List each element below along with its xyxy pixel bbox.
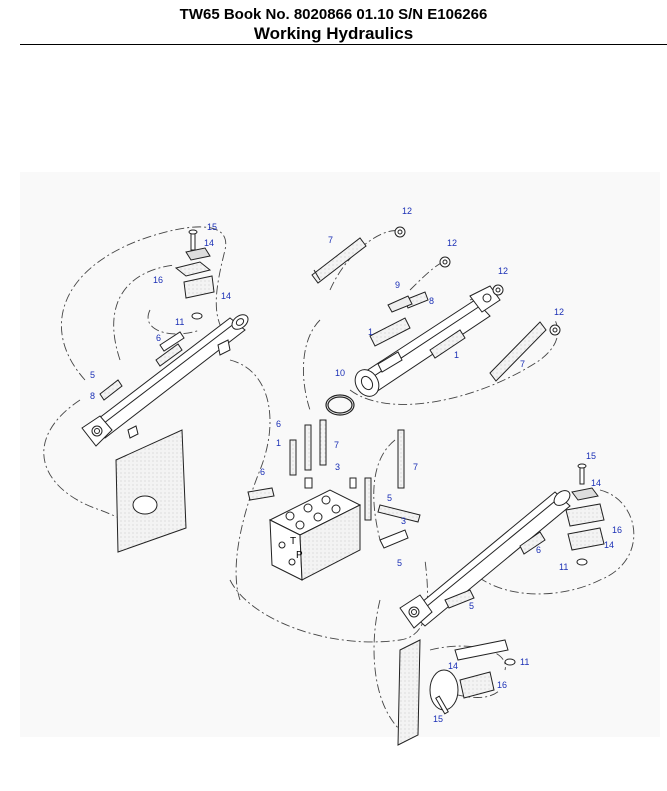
header-divider xyxy=(20,44,667,45)
callout-16: 16 xyxy=(497,680,507,690)
callout-5: 5 xyxy=(90,370,95,380)
callout-8: 8 xyxy=(429,296,434,306)
callout-14: 14 xyxy=(221,291,231,301)
callout-7: 7 xyxy=(334,440,339,450)
callout-11: 11 xyxy=(175,317,184,327)
right-pin-retainer-parts xyxy=(565,463,605,566)
callout-5: 5 xyxy=(397,558,402,568)
tilt-cylinder xyxy=(354,285,501,397)
callout-3: 3 xyxy=(401,516,406,526)
valve-block xyxy=(268,489,362,581)
callout-16: 16 xyxy=(153,275,163,285)
left-hose-fittings xyxy=(99,343,183,401)
callout-3: 3 xyxy=(335,462,340,472)
callout-6: 6 xyxy=(260,467,265,477)
callout-8: 8 xyxy=(90,391,95,401)
callout-12: 12 xyxy=(402,206,412,216)
callout-1: 1 xyxy=(276,438,281,448)
callout-14: 14 xyxy=(204,238,214,248)
valve-port-t: T xyxy=(290,536,296,547)
callout-7: 7 xyxy=(413,462,418,472)
callout-14: 14 xyxy=(604,540,614,550)
callout-7: 7 xyxy=(520,359,525,369)
callout-6: 6 xyxy=(536,545,541,555)
hose-nuts-12 xyxy=(394,226,561,336)
callout-11: 11 xyxy=(520,657,529,667)
callout-5: 5 xyxy=(387,493,392,503)
callout-14: 14 xyxy=(591,478,601,488)
page-header: TW65 Book No. 8020866 01.10 S/N E106266 … xyxy=(0,6,667,44)
lower-mounting-plate xyxy=(397,639,516,746)
callout-7: 7 xyxy=(328,235,333,245)
callout-9: 9 xyxy=(395,280,400,290)
left-lift-cylinder xyxy=(81,314,249,447)
valve-fittings xyxy=(247,419,421,549)
right-lift-cylinder xyxy=(399,490,571,629)
book-number-title: TW65 Book No. 8020866 01.10 S/N E106266 xyxy=(179,6,488,23)
hose-clamp xyxy=(325,394,355,416)
left-mounting-plate xyxy=(115,429,187,553)
callout-15: 15 xyxy=(586,451,596,461)
upper-hoses xyxy=(311,237,547,382)
callout-11: 11 xyxy=(559,562,568,572)
callout-6: 6 xyxy=(156,333,161,343)
callout-14: 14 xyxy=(448,661,458,671)
section-title: Working Hydraulics xyxy=(253,24,414,43)
callout-labels: 15 14 16 14 11 6 5 8 12 7 12 12 9 8 1 1 … xyxy=(90,206,622,724)
callout-5: 5 xyxy=(469,601,474,611)
valve-port-p: P xyxy=(296,550,303,561)
callout-10: 10 xyxy=(335,368,345,378)
callout-12: 12 xyxy=(498,266,508,276)
callout-6: 6 xyxy=(276,419,281,429)
callout-15: 15 xyxy=(433,714,443,724)
callout-12: 12 xyxy=(447,238,457,248)
left-pin-retainer-parts xyxy=(174,229,215,320)
callout-16: 16 xyxy=(612,525,622,535)
callout-15: 15 xyxy=(207,222,217,232)
callout-1: 1 xyxy=(454,350,459,360)
callout-1: 1 xyxy=(368,327,373,337)
callout-12: 12 xyxy=(554,307,564,317)
